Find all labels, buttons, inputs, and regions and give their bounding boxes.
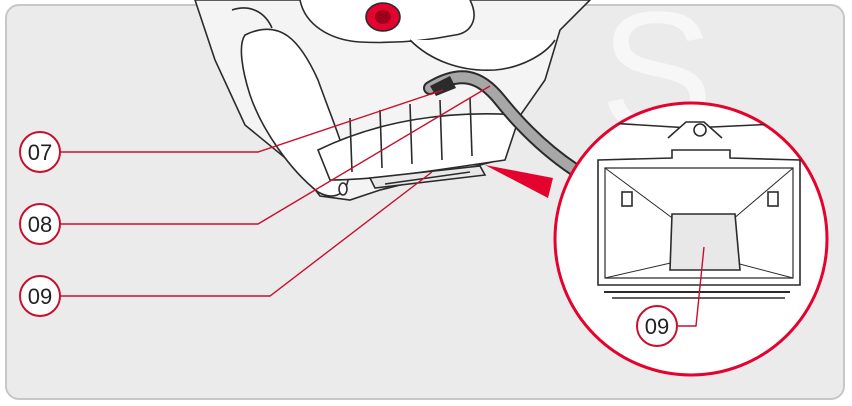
detail-view: [555, 103, 827, 375]
appliance-body: [195, 0, 590, 200]
magnifier-pointer: [485, 165, 553, 198]
callout-08-label: 08: [28, 212, 52, 237]
callout-09-label: 09: [28, 284, 52, 309]
callout-08: 08: [20, 204, 60, 244]
callout-07-label: 07: [28, 140, 52, 165]
callout-09-detail-label: 09: [645, 314, 669, 339]
callout-09-detail: 09: [637, 306, 677, 346]
callout-09: 09: [20, 276, 60, 316]
callout-07: 07: [20, 132, 60, 172]
